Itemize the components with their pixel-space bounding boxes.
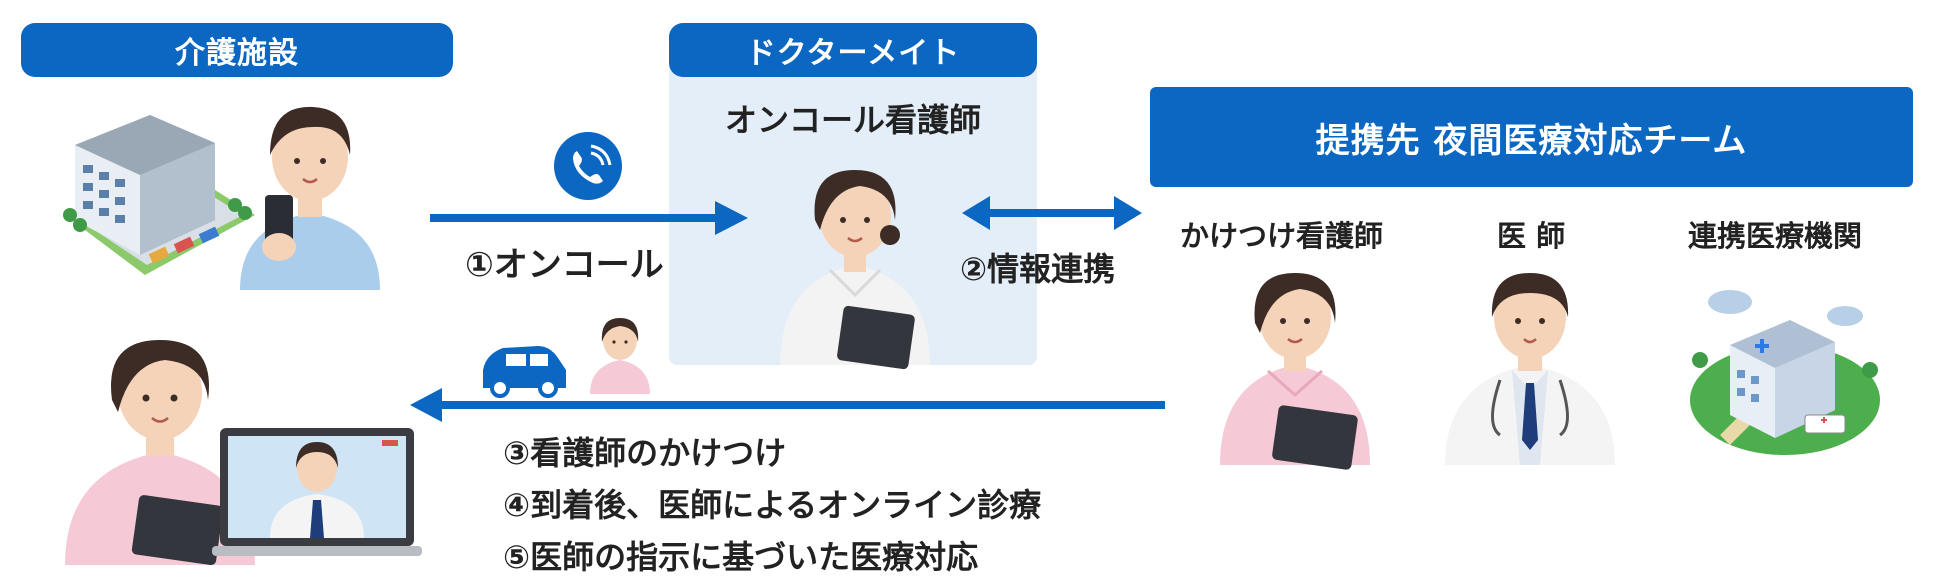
partner-member-label: 連携医療機関 — [1688, 219, 1863, 253]
flow-step5: ⑤医師の指示に基づいた医療対応 — [503, 538, 979, 576]
partner-title: 提携先 夜間医療対応チーム — [1150, 87, 1913, 187]
laptop-icon — [212, 428, 422, 556]
oncall-nurse-illustration — [780, 170, 930, 370]
partner-member-label: かけつけ看護師 — [1180, 219, 1384, 253]
caregiver-illustration — [240, 106, 380, 290]
nurse-online-illustration — [65, 340, 255, 566]
facility-title-text: 介護施設 — [175, 36, 299, 71]
small-nurse-icon — [590, 318, 650, 394]
doctor-illustration — [1445, 273, 1615, 465]
flow-step3: ③看護師のかけつけ — [503, 434, 787, 472]
partner-member-label: 医 師 — [1497, 219, 1566, 253]
arrow-oncall — [430, 201, 748, 235]
ambulance-icon — [1804, 414, 1846, 434]
rushing-nurse-illustration — [1220, 273, 1370, 470]
phone-icon — [554, 132, 622, 200]
flow-step2: ②情報連携 — [960, 250, 1116, 288]
arrow-return — [410, 388, 1165, 422]
partner-title-text: 提携先 夜間医療対応チーム — [1315, 120, 1748, 161]
hospital-icon — [1690, 290, 1880, 455]
doctormate-title-text: ドクターメイト — [745, 36, 961, 71]
flow-step4: ④到着後、医師によるオンライン診療 — [503, 486, 1042, 524]
building-icon — [63, 115, 255, 275]
car-icon — [483, 346, 566, 398]
facility-title: 介護施設 — [21, 23, 453, 77]
flow-step1: ①オンコール — [465, 245, 664, 285]
doctormate-title: ドクターメイト — [669, 23, 1037, 77]
doctormate-subtitle: オンコール看護師 — [724, 101, 981, 139]
arrow-info-link — [962, 196, 1142, 230]
